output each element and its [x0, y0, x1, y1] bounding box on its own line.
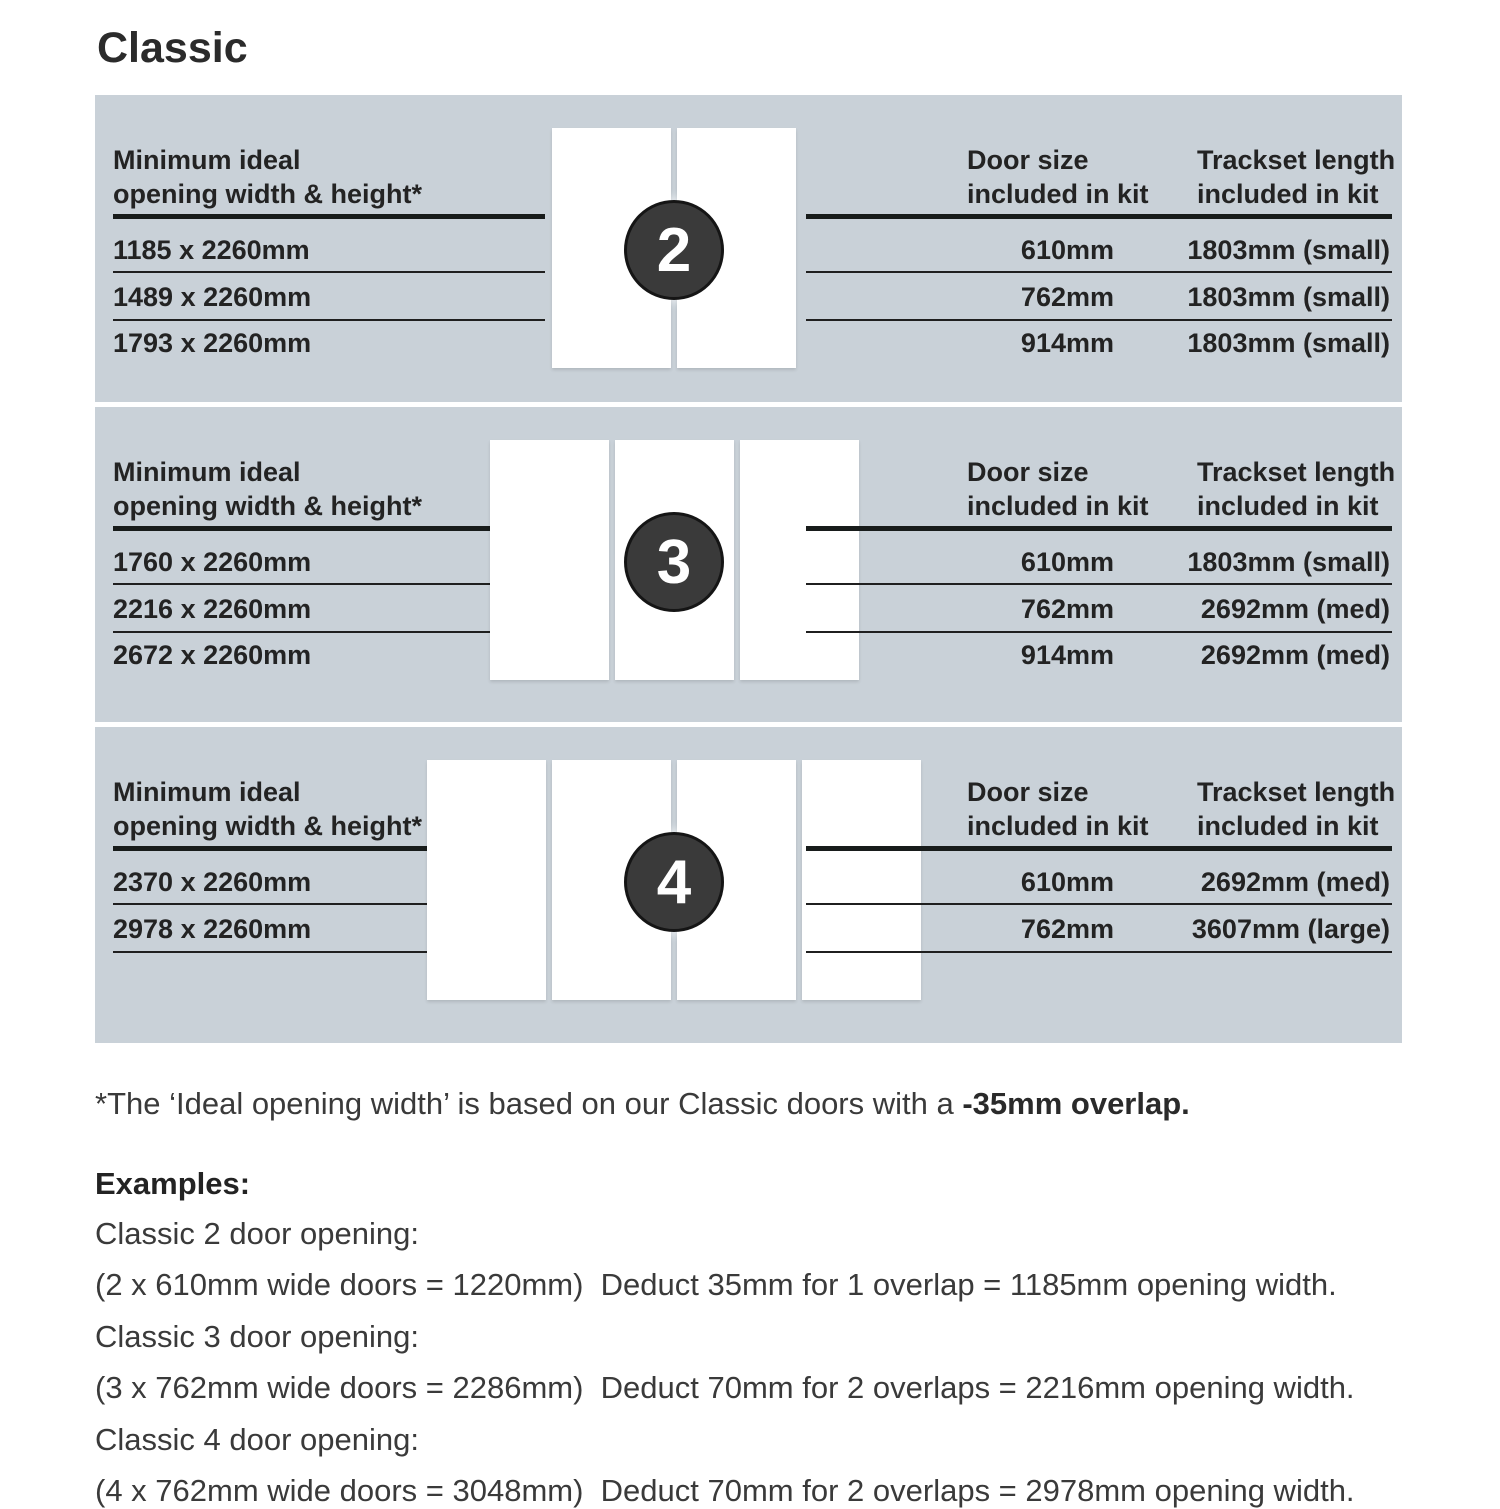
- table-rule: [113, 214, 545, 219]
- table-rule: [113, 846, 545, 851]
- trackset-value: 1803mm (small): [1187, 547, 1390, 577]
- min-opening-value: 2978 x 2260mm: [113, 914, 312, 944]
- spec-section-2-door: Minimum ideal opening width & height* 11…: [95, 95, 1402, 402]
- door-size-value: 762mm: [1020, 594, 1114, 624]
- table-rule: [806, 319, 1392, 321]
- door-count-badge: 4: [624, 832, 724, 932]
- example-label: Classic 4 door opening:: [95, 1422, 419, 1457]
- table-rule: [113, 319, 545, 321]
- table-rule: [806, 526, 1392, 531]
- trackset-header-line2: included in kit: [1197, 179, 1379, 209]
- min-opening-header-line1: Minimum ideal: [113, 777, 301, 807]
- spec-section-3-door: Minimum ideal opening width & height* 17…: [95, 407, 1402, 722]
- door-size-header-line1: Door size: [967, 777, 1089, 807]
- example-label: Classic 2 door opening:: [95, 1216, 419, 1251]
- door-size-header-line2: included in kit: [967, 811, 1149, 841]
- door-panel: [490, 440, 609, 680]
- min-opening-value: 2672 x 2260mm: [113, 640, 312, 670]
- footnote-bold: -35mm overlap.: [962, 1086, 1190, 1121]
- table-rule: [113, 631, 545, 633]
- min-opening-value: 1793 x 2260mm: [113, 328, 312, 358]
- table-rule: [806, 583, 1392, 585]
- door-size-value: 914mm: [1020, 328, 1114, 358]
- door-count-badge: 3: [624, 512, 724, 612]
- page-title: Classic: [97, 24, 248, 72]
- door-size-value: 610mm: [1020, 867, 1114, 897]
- trackset-value: 2692mm (med): [1200, 640, 1390, 670]
- table-rule: [806, 631, 1392, 633]
- door-size-header: Door size included in kit: [967, 455, 1149, 523]
- door-size-value: 762mm: [1020, 914, 1114, 944]
- trackset-value: 2692mm (med): [1200, 867, 1390, 897]
- min-opening-header: Minimum ideal opening width & height*: [113, 455, 422, 523]
- footnote-text: *The ‘Ideal opening width’ is based on o…: [95, 1086, 963, 1121]
- door-size-header-line2: included in kit: [967, 491, 1149, 521]
- min-opening-header: Minimum ideal opening width & height*: [113, 143, 422, 211]
- door-size-header-line2: included in kit: [967, 179, 1149, 209]
- door-size-value: 914mm: [1020, 640, 1114, 670]
- table-rule: [806, 903, 1392, 905]
- door-size-header-line1: Door size: [967, 145, 1089, 175]
- trackset-header-line1: Trackset length: [1197, 777, 1396, 807]
- example-label: Classic 3 door opening:: [95, 1319, 419, 1354]
- spec-section-4-door: Minimum ideal opening width & height* 23…: [95, 727, 1402, 1043]
- min-opening-value: 2370 x 2260mm: [113, 867, 312, 897]
- table-rule: [113, 583, 545, 585]
- door-size-header: Door size included in kit: [967, 143, 1149, 211]
- door-size-value: 762mm: [1020, 282, 1114, 312]
- trackset-value: 1803mm (small): [1187, 328, 1390, 358]
- trackset-header: Trackset length included in kit: [1197, 143, 1395, 211]
- min-opening-value: 1760 x 2260mm: [113, 547, 312, 577]
- min-opening-value: 2216 x 2260mm: [113, 594, 312, 624]
- min-opening-header-line2: opening width & height*: [113, 811, 422, 841]
- min-opening-header-line2: opening width & height*: [113, 179, 422, 209]
- table-rule: [806, 271, 1392, 273]
- footnote: *The ‘Ideal opening width’ is based on o…: [95, 1086, 1190, 1122]
- trackset-header-line2: included in kit: [1197, 491, 1379, 521]
- door-size-value: 610mm: [1020, 547, 1114, 577]
- trackset-header: Trackset length included in kit: [1197, 455, 1395, 523]
- door-size-header-line1: Door size: [967, 457, 1089, 487]
- door-panel: [427, 760, 546, 1000]
- table-rule: [113, 903, 545, 905]
- trackset-value: 1803mm (small): [1187, 235, 1390, 265]
- trackset-header: Trackset length included in kit: [1197, 775, 1395, 843]
- table-rule: [113, 951, 545, 953]
- table-rule: [806, 951, 1392, 953]
- trackset-header-line1: Trackset length: [1197, 457, 1396, 487]
- min-opening-header-line1: Minimum ideal: [113, 457, 301, 487]
- door-panel: [740, 440, 859, 680]
- min-opening-value: 1185 x 2260mm: [113, 235, 310, 265]
- example-detail: (3 x 762mm wide doors = 2286mm) Deduct 7…: [95, 1370, 1355, 1405]
- example-detail: (2 x 610mm wide doors = 1220mm) Deduct 3…: [95, 1267, 1337, 1302]
- min-opening-header-line1: Minimum ideal: [113, 145, 301, 175]
- min-opening-header-line2: opening width & height*: [113, 491, 422, 521]
- table-rule: [806, 846, 1392, 851]
- table-rule: [806, 214, 1392, 219]
- min-opening-value: 1489 x 2260mm: [113, 282, 312, 312]
- table-rule: [113, 526, 545, 531]
- door-size-value: 610mm: [1020, 235, 1114, 265]
- table-rule: [113, 271, 545, 273]
- trackset-value: 3607mm (large): [1191, 914, 1390, 944]
- example-detail: (4 x 762mm wide doors = 3048mm) Deduct 7…: [95, 1473, 1355, 1508]
- trackset-header-line1: Trackset length: [1197, 145, 1396, 175]
- trackset-value: 2692mm (med): [1200, 594, 1390, 624]
- door-count-badge: 2: [624, 200, 724, 300]
- trackset-value: 1803mm (small): [1187, 282, 1390, 312]
- door-size-header: Door size included in kit: [967, 775, 1149, 843]
- trackset-header-line2: included in kit: [1197, 811, 1379, 841]
- min-opening-header: Minimum ideal opening width & height*: [113, 775, 422, 843]
- examples-heading: Examples:: [95, 1166, 251, 1201]
- door-panel: [802, 760, 921, 1000]
